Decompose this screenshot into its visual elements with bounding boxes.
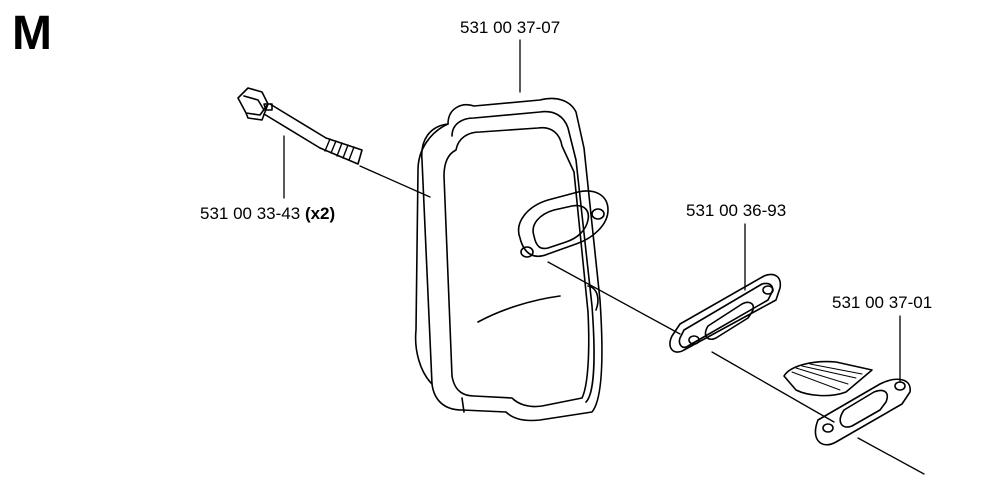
spark-arrestor-hole-left [822,423,834,433]
gasket-outline [669,273,782,353]
spark-arrestor-screen-mesh [791,363,863,391]
screw-thread-body [319,137,363,165]
spark-arrestor-opening [839,389,889,428]
spark-arrestor-part [783,360,911,446]
gasket-part [669,273,782,353]
muffler-side-boss [587,285,599,311]
muffler-part-number: 531 00 37-07 [460,18,561,37]
gasket-port-opening [704,301,755,341]
gasket-hole-right [762,285,774,295]
leader-lines [283,39,901,383]
spark-arrestor-hole-right [894,381,906,391]
screw-part-number: 531 00 33-43 [200,204,301,223]
screw-part-label: 531 00 33-43 (x2) [200,205,335,222]
screw-shank-top [269,103,327,139]
muffler-gasket-axis-line [547,261,681,335]
screw-hex-head [237,87,269,116]
muffler-outlet-hole-right [591,208,605,220]
muffler-part [414,97,609,422]
gasket-part-number: 531 00 36-93 [686,201,787,220]
screw-quantity: (x2) [304,204,336,223]
gasket-inner-edge [678,282,774,349]
muffler-front-rim [451,110,595,403]
spark-arrestor-part-number: 531 00 37-01 [832,293,933,312]
screw-axis-line [359,165,431,198]
screw-head-edge [243,95,265,111]
muffler-back-side [414,123,449,385]
section-letter: M [12,7,52,60]
muffler-side-seam [461,397,465,413]
muffler-outlet-port [532,204,590,250]
screw-head-side [245,103,269,121]
muffler-outer-shell [421,97,603,422]
gasket-screen-axis-line [711,351,835,423]
screw-part [237,87,363,165]
spark-arrestor-flange [814,378,911,446]
muffler-inner-face [443,126,590,408]
assembly-axis-lines [359,165,925,475]
screen-end-axis-line [857,437,925,475]
gasket-hole-left [688,335,700,345]
muffler-outlet-flange [517,190,609,258]
spark-arrestor-screen-cone [783,360,873,397]
screw-threads [324,138,355,161]
muffler-outlet-hole-left [520,246,534,258]
screw-shank-bottom [263,113,321,149]
muffler-body-ridge [477,295,561,323]
